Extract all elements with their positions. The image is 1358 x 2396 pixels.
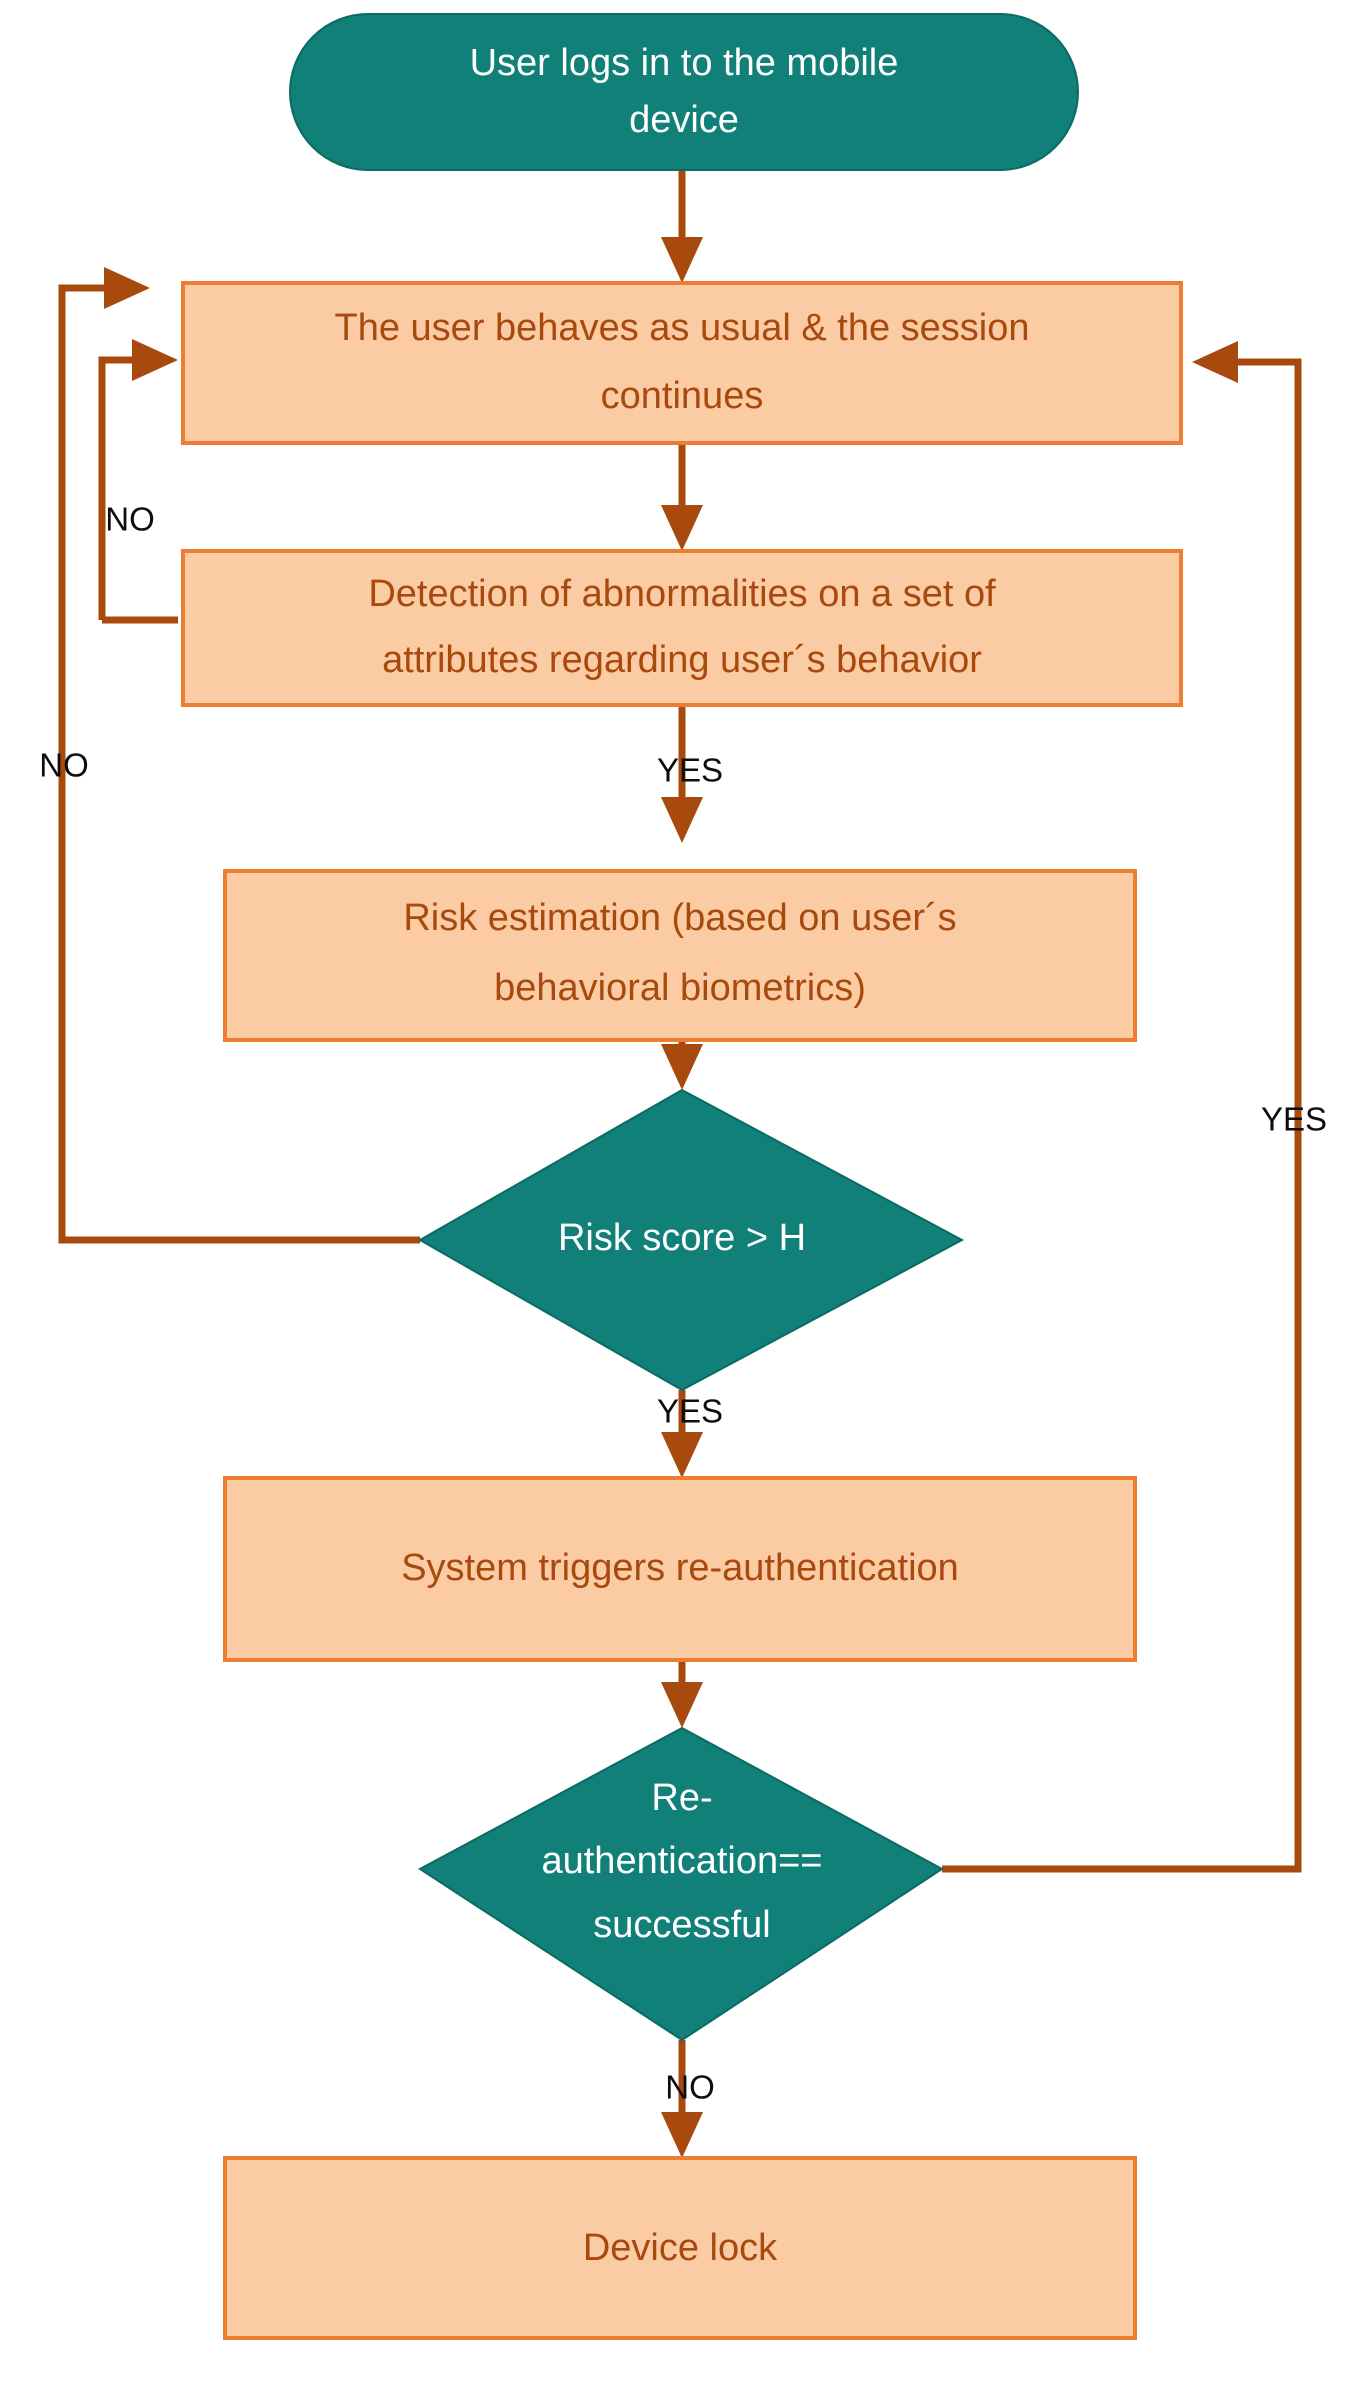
node-reauth-trigger-label: System triggers re-authentication bbox=[401, 1547, 959, 1589]
node-behaves-label-line2: continues bbox=[601, 375, 764, 417]
node-detection-abnormalities[interactable]: Detection of abnormalities on a set of a… bbox=[181, 549, 1183, 707]
connector-behaves-to-detection bbox=[661, 443, 703, 551]
node-behaves-as-usual[interactable]: The user behaves as usual & the session … bbox=[181, 281, 1183, 445]
edge-label-reauth-no: NO bbox=[665, 2069, 715, 2106]
node-reauth-check-label-line3: successful bbox=[593, 1904, 770, 1946]
node-device-lock-label: Device lock bbox=[583, 2227, 778, 2269]
connector-reauth-yes-loop bbox=[942, 341, 1302, 1873]
connector-reauth-no-to-device-lock bbox=[661, 2040, 703, 2158]
connector-reauth-trigger-to-reauth-check bbox=[661, 1660, 703, 1728]
edge-label-reauth-yes: YES bbox=[1261, 1101, 1327, 1138]
node-risk-score-label: Risk score > H bbox=[558, 1217, 806, 1259]
node-reauth-trigger[interactable]: System triggers re-authentication bbox=[223, 1476, 1137, 1662]
connector-risk-score-to-reauth-trigger bbox=[661, 1390, 703, 1478]
node-risk-score-decision[interactable]: Risk score > H bbox=[417, 1088, 965, 1392]
node-detection-label-line1: Detection of abnormalities on a set of bbox=[368, 573, 996, 615]
connector-detection-to-risk-estimation bbox=[661, 705, 703, 843]
node-risk-estimation[interactable]: Risk estimation (based on user´s behavio… bbox=[223, 869, 1137, 1042]
node-behaves-label-line1: The user behaves as usual & the session bbox=[335, 307, 1030, 349]
node-risk-estimation-label-line1: Risk estimation (based on user´s bbox=[403, 897, 956, 939]
node-start-label-line2: device bbox=[629, 99, 739, 141]
node-reauth-check-decision[interactable]: Re- authentication== successful bbox=[418, 1726, 944, 2042]
node-risk-estimation-label-line2: behavioral biometrics) bbox=[494, 967, 866, 1009]
node-start-label-line1: User logs in to the mobile bbox=[470, 42, 899, 84]
connector-detection-no-loop bbox=[98, 339, 178, 620]
edge-label-risk-score-yes: YES bbox=[657, 1393, 723, 1430]
edge-label-detection-no: NO bbox=[105, 501, 155, 538]
connector-risk-score-no-loop bbox=[58, 267, 420, 1244]
node-device-lock[interactable]: Device lock bbox=[223, 2156, 1137, 2340]
connector-start-to-behaves bbox=[661, 170, 703, 283]
node-detection-label-line2: attributes regarding user´s behavior bbox=[382, 639, 982, 681]
node-reauth-check-label-line1: Re- bbox=[651, 1777, 712, 1819]
edge-label-detection-yes: YES bbox=[657, 752, 723, 789]
node-start[interactable]: User logs in to the mobile device bbox=[289, 13, 1079, 171]
node-reauth-check-label-line2: authentication== bbox=[541, 1840, 822, 1882]
edge-label-risk-score-no: NO bbox=[39, 747, 89, 784]
connector-risk-estimation-to-risk-score bbox=[661, 1040, 703, 1090]
